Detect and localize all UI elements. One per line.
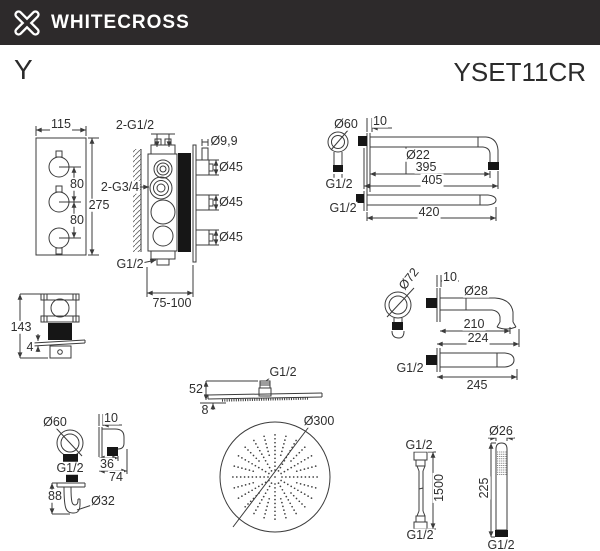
- elbow-outlet-dia-dim: Ø32: [90, 493, 116, 508]
- elbow-plate-depth-dim: 10: [103, 410, 119, 425]
- head-shower-thread-label: G1/2: [268, 364, 298, 379]
- spout-drawing: [384, 275, 520, 380]
- arm-length-dim: 395: [414, 159, 438, 174]
- head-shower-dia-dim: Ø300: [302, 413, 336, 428]
- arm-escutcheon-depth-dim: 10: [372, 113, 388, 128]
- spout-tube-dia-dim: Ø28: [463, 283, 489, 298]
- arm-overall-length-dim: 405: [420, 172, 444, 187]
- handshower-length-dim: 225: [476, 476, 491, 500]
- model-number: YSET11CR: [453, 57, 586, 87]
- hose-top-thread-label: G1/2: [404, 437, 434, 452]
- spout-top-length-dim: 245: [465, 377, 489, 392]
- holder-plate-dim: 4: [25, 339, 35, 354]
- handshower-dia-dim: Ø26: [488, 423, 514, 438]
- valve-side-thread-label: 2-G3/4: [99, 179, 141, 194]
- arm-tube-dia-dim: Ø22: [405, 147, 431, 162]
- head-shower-height-dim: 52: [188, 381, 204, 396]
- elbow-escutcheon-dia-dim: Ø60: [42, 414, 68, 429]
- valve-knob-dia-dim-1: Ø45: [218, 159, 244, 174]
- valve-knob-spacing-dim-1: 80: [69, 176, 85, 191]
- valve-knob-dia-dim-2: Ø45: [218, 194, 244, 209]
- holder-drawing: [17, 293, 86, 359]
- spout-thread-label: G1/2: [395, 360, 425, 375]
- elbow-overall-depth-dim: 74: [108, 469, 124, 484]
- handshower-drawing: [488, 435, 515, 538]
- spout-escutcheon-depth-dim: 10: [442, 269, 458, 284]
- handshower-spray-dots: [497, 451, 507, 475]
- arm-top-thread-label: G1/2: [328, 200, 358, 215]
- head-shower-drawing: [200, 376, 331, 533]
- elbow-thread-label: G1/2: [55, 460, 85, 475]
- valve-knob-dia-dim-3: Ø45: [218, 229, 244, 244]
- handshower-thread-label: G1/2: [486, 537, 516, 551]
- spray-nozzle-dots: [232, 434, 318, 520]
- series-title: Y: [14, 54, 33, 85]
- spout-length-dim: 210: [462, 316, 486, 331]
- valve-depth-range-dim: 75-100: [151, 295, 193, 310]
- hose-length-dim: 1500: [431, 473, 446, 503]
- valve-top-thread-label: 2-G1/2: [114, 117, 156, 132]
- header-bar: WHITECROSS: [0, 0, 600, 45]
- hose-bottom-thread-label: G1/2: [405, 527, 435, 542]
- valve-stem-dia-dim: Ø9,9: [209, 133, 239, 148]
- head-shower-edge-dim: 8: [200, 402, 210, 417]
- holder-height-dim: 143: [9, 319, 33, 334]
- elbow-inner-depth-dim: 36: [99, 456, 115, 471]
- valve-knob-spacing-dim-2: 80: [69, 212, 85, 227]
- arm-thread-label: G1/2: [324, 176, 354, 191]
- brand-name: WHITECROSS: [51, 11, 190, 33]
- valve-front-drawing: [35, 126, 99, 256]
- spout-overall-length-dim: 224: [466, 330, 490, 345]
- elbow-height-dim: 88: [47, 488, 63, 503]
- valve-height-dim: 275: [87, 197, 111, 212]
- arm-top-length-dim: 420: [417, 204, 441, 219]
- arm-escutcheon-dia-dim: Ø60: [333, 116, 359, 131]
- valve-side-drawing: [133, 133, 219, 297]
- whitecross-logo-icon: [14, 9, 40, 36]
- valve-width-dim: 115: [50, 116, 72, 131]
- valve-bottom-thread-label: G1/2: [115, 256, 145, 271]
